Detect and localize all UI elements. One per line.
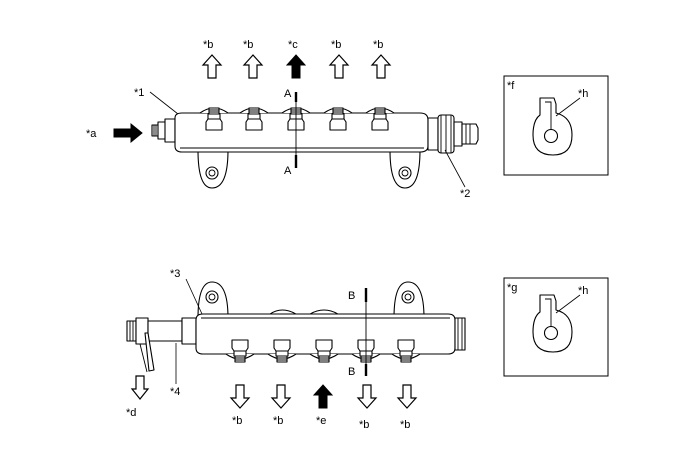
bottom-fuel-rail (126, 281, 466, 373)
top-fuel-rail (151, 107, 479, 189)
label-h-f: *h (578, 88, 588, 100)
section-line-b: B B (348, 288, 368, 378)
label-b-2: *b (243, 39, 253, 51)
label-g: *g (507, 282, 517, 294)
arrow-up-open (371, 54, 391, 79)
label-h-g: *h (578, 285, 588, 297)
section-a-top-label: A (284, 88, 292, 100)
label-b-1: *b (203, 39, 213, 51)
arrow-up-solid (286, 54, 306, 79)
arrow-up-open (329, 54, 349, 79)
label-e: *e (316, 415, 326, 427)
label-part-4: *4 (170, 386, 180, 398)
top-arrows: *b *b *c *b *b (202, 39, 391, 79)
detail-view-f: *f *h (503, 75, 609, 176)
section-b-top-label: B (348, 290, 355, 302)
arrow-down-open (230, 384, 250, 409)
label-f: *f (507, 80, 515, 92)
label-b-6: *b (273, 415, 283, 427)
label-b-7: *b (359, 419, 369, 431)
arrow-up-open (202, 54, 222, 79)
label-part-1: *1 (134, 87, 144, 99)
detail-view-g: *g *h (503, 277, 609, 377)
section-b-bottom-label: B (348, 366, 355, 378)
inlet-arrow: *a (86, 122, 143, 144)
arrow-down-open (357, 384, 377, 409)
label-d: *d (126, 407, 136, 419)
bottom-arrows: *b *b *e *b *b (230, 384, 417, 431)
return-arrow: *d (126, 375, 150, 419)
arrow-up-open (243, 54, 263, 79)
arrow-down-open (397, 384, 417, 409)
label-c: *c (288, 39, 298, 51)
label-a: *a (86, 128, 97, 140)
label-b-3: *b (331, 39, 341, 51)
arrow-up-solid (313, 384, 333, 409)
label-b-4: *b (373, 39, 383, 51)
label-b-5: *b (232, 415, 242, 427)
label-part-3: *3 (170, 268, 180, 280)
section-line-a: A A (284, 88, 298, 177)
label-part-2: *2 (460, 188, 470, 200)
arrow-down-open (271, 384, 291, 409)
section-a-bottom-label: A (284, 165, 292, 177)
label-b-8: *b (400, 419, 410, 431)
